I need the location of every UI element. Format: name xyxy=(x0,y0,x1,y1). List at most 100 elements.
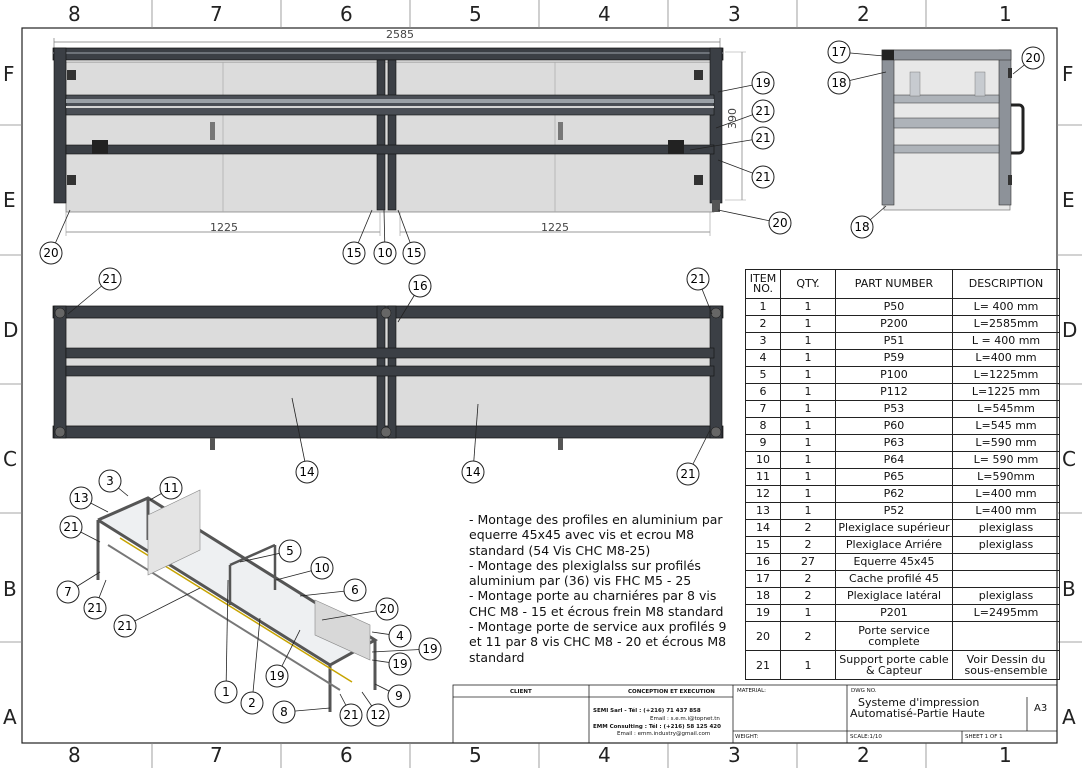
balloon-label: 7 xyxy=(64,585,72,599)
balloon-front: 21 xyxy=(689,126,775,151)
bom-part: P50 xyxy=(835,298,953,316)
dim-height: 390 xyxy=(726,108,739,129)
balloon-label: 9 xyxy=(395,689,403,703)
tb-emm-line: EMM Consulting : Tél : (+216) 58 125 420 xyxy=(593,724,721,730)
bom-part: Plexiglace supérieur xyxy=(835,519,953,537)
bom-item: 16 xyxy=(745,553,781,571)
bom-item: 20 xyxy=(745,621,781,651)
balloon-label: 13 xyxy=(73,491,88,505)
bom-part: P60 xyxy=(835,417,953,435)
bom-item: 19 xyxy=(745,604,781,622)
zone-col-4: 4 xyxy=(598,2,611,26)
bom-part: P65 xyxy=(835,468,953,486)
bom-part: Support porte cable & Capteur xyxy=(835,650,953,680)
balloon-label: 21 xyxy=(102,272,117,286)
bom-item: 1 xyxy=(745,298,781,316)
balloon-label: 21 xyxy=(63,520,78,534)
balloon-iso: 12 xyxy=(361,691,390,727)
bom-part: P59 xyxy=(835,349,953,367)
balloon-label: 20 xyxy=(43,246,58,260)
dim-overall-length: 2585 xyxy=(386,28,414,41)
balloon-label: 14 xyxy=(465,465,480,479)
balloon-label: 6 xyxy=(351,583,359,597)
zone-row-F-right: F xyxy=(1062,62,1074,86)
tb-material-label: MATERIAL: xyxy=(737,688,767,694)
balloon-label: 21 xyxy=(680,467,695,481)
zone-row-D: D xyxy=(3,318,19,342)
dim-right-section: 1225 xyxy=(541,221,569,234)
bom-item: 6 xyxy=(745,383,781,401)
zone-row-A: A xyxy=(3,705,17,729)
tb-size: A3 xyxy=(1034,703,1048,714)
iso-view xyxy=(96,489,378,712)
balloon-iso: 5 xyxy=(239,539,302,563)
balloon-top: 14 xyxy=(461,403,485,484)
bom-header-item: ITEM NO. xyxy=(745,269,781,299)
bom-desc: L = 400 mm xyxy=(952,332,1060,350)
balloon-label: 4 xyxy=(396,629,404,643)
bom-qty: 1 xyxy=(780,400,836,418)
bom-item: 10 xyxy=(745,451,781,469)
bom-item: 11 xyxy=(745,468,781,486)
zone-col-8: 8 xyxy=(68,2,81,26)
bom-qty: 2 xyxy=(780,536,836,554)
balloon-iso: 21 xyxy=(83,579,107,620)
bom-qty: 1 xyxy=(780,366,836,384)
bom-item: 14 xyxy=(745,519,781,537)
bom-item: 12 xyxy=(745,485,781,503)
bom-desc: L= 400 mm xyxy=(952,298,1060,316)
bom-header-desc: DESCRIPTION xyxy=(952,269,1060,299)
bom-part: P51 xyxy=(835,332,953,350)
balloon-label: 20 xyxy=(379,602,394,616)
bom-part: P112 xyxy=(835,383,953,401)
bom-part: P64 xyxy=(835,451,953,469)
balloon-top: 21 xyxy=(67,267,122,315)
bom-desc xyxy=(952,570,1060,588)
balloon-side: 17 xyxy=(827,40,885,64)
balloon-label: 21 xyxy=(117,619,132,633)
bom-part: P52 xyxy=(835,502,953,520)
zone-col-4-bottom: 4 xyxy=(598,743,611,767)
balloon-iso: 19 xyxy=(371,637,442,661)
bom-qty: 1 xyxy=(780,434,836,452)
bom-qty: 27 xyxy=(780,553,836,571)
balloon-label: 10 xyxy=(377,246,392,260)
note-1: - Montage des profiles en aluminium par … xyxy=(469,512,723,558)
bom-item: 4 xyxy=(745,349,781,367)
bom-part: Equerre 45x45 xyxy=(835,553,953,571)
tb-client-label: CLIENT xyxy=(510,689,532,695)
bom-qty: 1 xyxy=(780,502,836,520)
bom-desc: L=400 mm xyxy=(952,349,1060,367)
balloon-iso: 20 xyxy=(321,597,399,621)
bom-desc: plexiglass xyxy=(952,536,1060,554)
bom-part: Cache profilé 45 xyxy=(835,570,953,588)
zone-row-B: B xyxy=(3,577,17,601)
bom-desc: L=545 mm xyxy=(952,417,1060,435)
tb-semi-line: SEMI Sarl - Tél : (+216) 71 437 858 xyxy=(593,708,701,714)
balloon-label: 10 xyxy=(314,561,329,575)
balloon-label: 21 xyxy=(755,170,770,184)
balloon-iso: 3 xyxy=(98,469,129,497)
bom-item: 5 xyxy=(745,366,781,384)
bom-qty: 2 xyxy=(780,570,836,588)
bom-qty: 2 xyxy=(780,621,836,651)
assembly-notes: - Montage des profiles en aluminium par … xyxy=(469,512,739,665)
balloon-label: 21 xyxy=(343,708,358,722)
zone-col-8-bottom: 8 xyxy=(68,743,81,767)
balloon-label: 2 xyxy=(248,696,256,710)
bom-item: 2 xyxy=(745,315,781,333)
balloon-side: 18 xyxy=(850,205,887,239)
